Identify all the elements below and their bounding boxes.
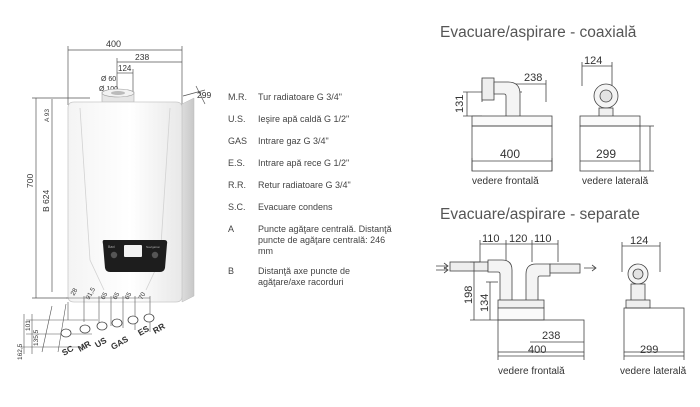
coax-dim-131: 131 (454, 95, 466, 113)
panel-knob-right (151, 251, 159, 259)
title-separate: Evacuare/aspirare - separate (440, 206, 640, 223)
legend-row: R.R. Retur radiatoare G 3/4" (228, 180, 398, 191)
coax-side-dim-124: 124 (584, 55, 602, 67)
legend-text: Intrare gaz G 3/4" (258, 136, 329, 146)
connector-mr (79, 324, 91, 334)
legend-text: Tur radiatoare G 3/4" (258, 92, 342, 102)
sep-dim-198: 198 (463, 286, 475, 304)
dim-299: 299 (197, 90, 211, 100)
legend-row: U.S. Ieşire apă caldă G 1/2" (228, 114, 398, 125)
panel-label-right: Navigation (146, 245, 161, 249)
coax-front-caption: vedere frontală (472, 176, 539, 187)
label-gas: GAS (109, 334, 130, 352)
label-es: ES (136, 323, 151, 337)
coax-side-dim-299: 299 (596, 147, 616, 161)
coax-dim-238: 238 (524, 72, 542, 84)
bottom-dim-3: 65 (112, 291, 122, 301)
side-dim-0: 101 (25, 320, 32, 331)
legend-code: E.S. (228, 158, 246, 168)
sep-dim-120: 120 (509, 233, 527, 245)
legend-text: Intrare apă rece G 1/2" (258, 158, 350, 168)
bottom-dim-4: 65 (124, 291, 134, 301)
legend-row: GAS Intrare gaz G 3/4" (228, 136, 398, 147)
legend-code: R.R. (228, 180, 246, 190)
dim-700: 700 (25, 174, 35, 188)
sep-dim-134: 134 (479, 294, 491, 312)
flue-outlet (101, 88, 135, 103)
dim-b624: B 624 (41, 190, 51, 212)
label-sc: SC (60, 343, 75, 358)
legend-row: E.S. Intrare apă rece G 1/2" (228, 158, 398, 169)
legend-row: M.R. Tur radiatoare G 3/4" (228, 92, 398, 103)
control-panel: Baxi Navigation (102, 240, 168, 272)
legend-code: GAS (228, 136, 248, 146)
legend-code: S.C. (228, 202, 246, 212)
sep-front-caption: vedere frontală (498, 366, 565, 377)
legend-text: Puncte agăţare centrală. Distanţă puncte… (258, 224, 392, 256)
legend-code: U.S. (228, 114, 246, 124)
connector-gas (111, 318, 123, 328)
legend-code: B (228, 266, 235, 276)
side-dim-1: 135,5 (33, 329, 40, 346)
sep-side-caption: vedere laterală (620, 366, 687, 377)
legend-text: Retur radiatoare G 3/4" (258, 180, 351, 190)
legend-row: B Distanţă axe puncte de agăţare/axe raco… (228, 266, 398, 288)
connector-us (96, 321, 108, 331)
connection-legend: M.R. Tur radiatoare G 3/4" U.S. Ieşire apă… (228, 92, 398, 299)
legend-row: S.C. Evacuare condens (228, 202, 398, 213)
coax-dim-400: 400 (500, 147, 520, 161)
legend-text: Ieşire apă caldă G 1/2" (258, 114, 350, 124)
label-us: US (93, 335, 109, 350)
dim-124: 124 (118, 64, 132, 73)
sep-dim-110b: 110 (534, 233, 552, 245)
legend-code: M.R. (228, 92, 247, 102)
legend-row: A Puncte agăţare centrală. Distanţă punct… (228, 224, 398, 257)
panel-label: Baxi (108, 245, 115, 249)
panel-knob-left (110, 251, 118, 259)
legend-text: Distanţă axe puncte de agăţare/axe racor… (258, 266, 351, 287)
coaxial-drawings: 238 131 400 vedere frontală 124 299 vede… (454, 55, 654, 187)
side-dim-2: 162,5 (17, 343, 24, 360)
sep-side-dim-124: 124 (630, 235, 648, 247)
bottom-dim-0: 28 (70, 287, 80, 297)
sep-side-dim-299: 299 (640, 344, 658, 356)
bottom-dim-2: 65 (100, 291, 110, 301)
label-rr: RR (151, 321, 167, 336)
connector-rr (143, 313, 155, 323)
dim-a93: A 93 (44, 109, 51, 122)
separate-drawings: 110 120 110 198 134 238 400 vedere front… (436, 233, 687, 377)
bottom-dim-5: 70 (138, 291, 148, 301)
label-mr: MR (76, 338, 92, 353)
sep-dim-400: 400 (528, 344, 546, 356)
coax-side-caption: vedere laterală (582, 176, 649, 187)
dim-238: 238 (135, 52, 149, 62)
title-coaxial: Evacuare/aspirare - coaxială (440, 24, 637, 41)
sep-dim-238: 238 (542, 330, 560, 342)
legend-code: A (228, 224, 235, 234)
sep-dim-110a: 110 (482, 233, 500, 245)
dim-400: 400 (106, 39, 121, 49)
legend-text: Evacuare condens (258, 202, 333, 212)
connector-sc (60, 328, 72, 338)
boiler-drawing: 400 238 124 Ø 60 Ø 100 299 700 B 624 A 9… (17, 39, 211, 360)
dim-diam-60: Ø 60 (101, 76, 116, 83)
display-screen (124, 245, 142, 257)
connector-es (127, 315, 139, 325)
